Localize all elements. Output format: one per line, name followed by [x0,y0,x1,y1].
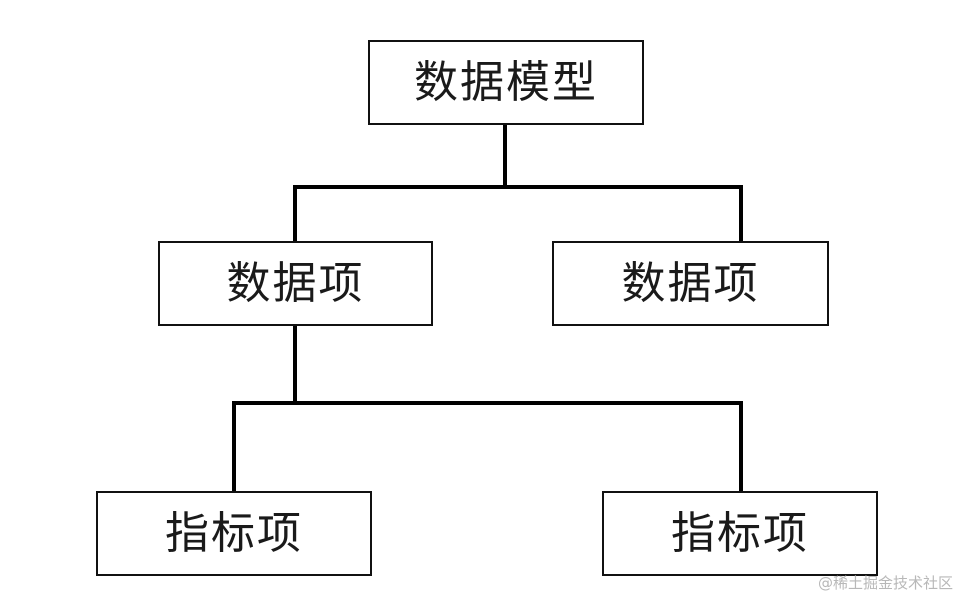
connector-level2-horizontal [232,401,743,405]
connector-root-down [503,123,507,187]
node-data-model: 数据模型 [368,40,644,125]
node-indicator-item-right: 指标项 [602,491,878,576]
node-indicator-item-left-label: 指标项 [165,507,303,559]
connector-to-right-item [739,185,743,243]
connector-to-left-item [293,185,297,243]
connector-to-left-indicator [232,401,236,493]
node-indicator-item-left: 指标项 [96,491,372,576]
connector-to-right-indicator [739,401,743,493]
connector-level1-horizontal [293,185,743,189]
connector-left-item-down [293,324,297,404]
node-data-model-label: 数据模型 [414,56,598,108]
watermark-text: @稀土掘金技术社区 [817,574,953,592]
node-data-item-left: 数据项 [158,241,433,326]
node-data-item-right-label: 数据项 [621,257,760,309]
node-data-item-right: 数据项 [552,241,829,326]
node-data-item-left-label: 数据项 [226,257,365,309]
node-indicator-item-right-label: 指标项 [671,507,809,559]
